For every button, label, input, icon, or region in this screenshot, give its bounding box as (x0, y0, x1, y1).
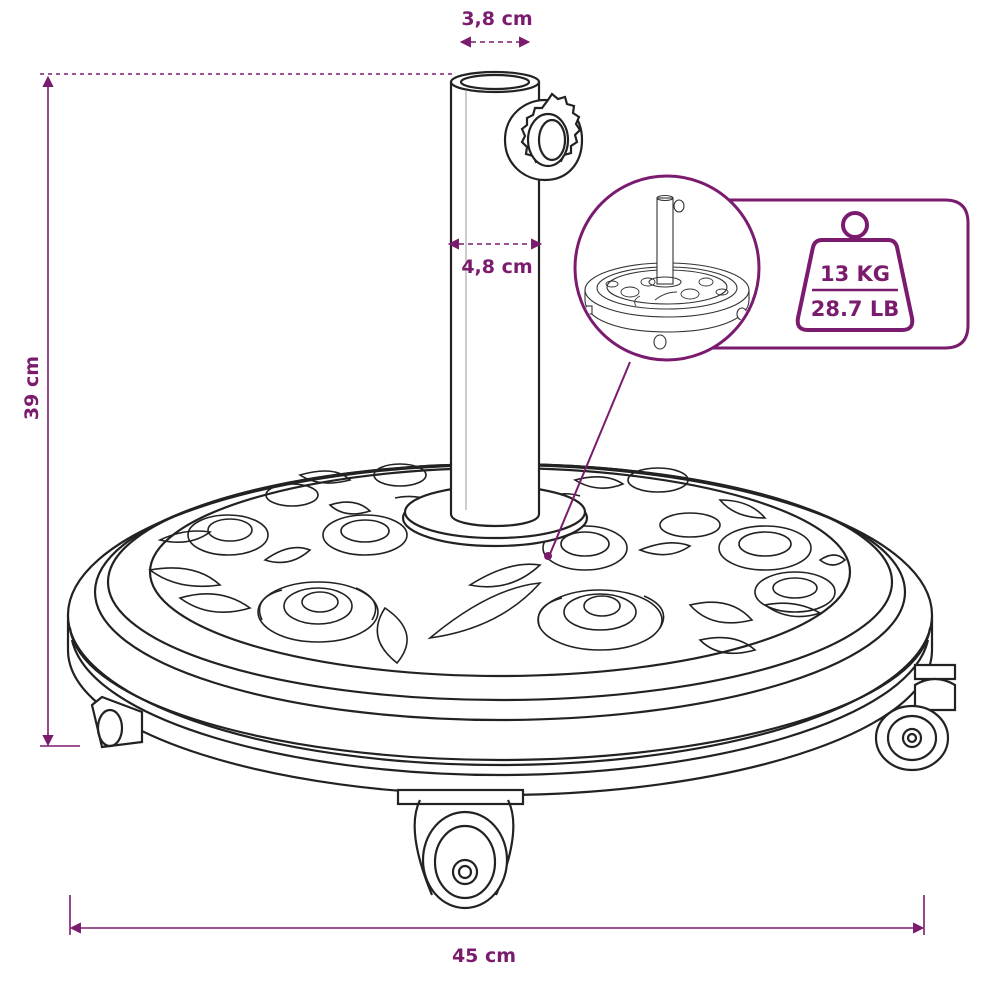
weight-callout: 13 KG 28.7 LB (544, 174, 970, 560)
pole-diameter-label: 4,8 cm (461, 256, 532, 278)
umbrella-base-thumbnail (584, 194, 750, 350)
weight-icon (795, 211, 915, 332)
umbrella-base-drawing (66, 70, 957, 910)
rose-pattern (148, 463, 847, 665)
weight-lb-label: 28.7 LB (811, 297, 900, 321)
dimension-lines (40, 36, 925, 935)
top-diameter-label: 3,8 cm (461, 8, 532, 30)
weight-kg-label: 13 KG (820, 262, 890, 286)
callout-leader-line (549, 361, 631, 555)
tightening-knob (503, 92, 584, 182)
caster-left (90, 695, 144, 749)
caster-right (874, 663, 957, 772)
height-label: 39 cm (21, 356, 43, 420)
caster-front (396, 788, 525, 910)
width-label: 45 cm (452, 945, 516, 967)
